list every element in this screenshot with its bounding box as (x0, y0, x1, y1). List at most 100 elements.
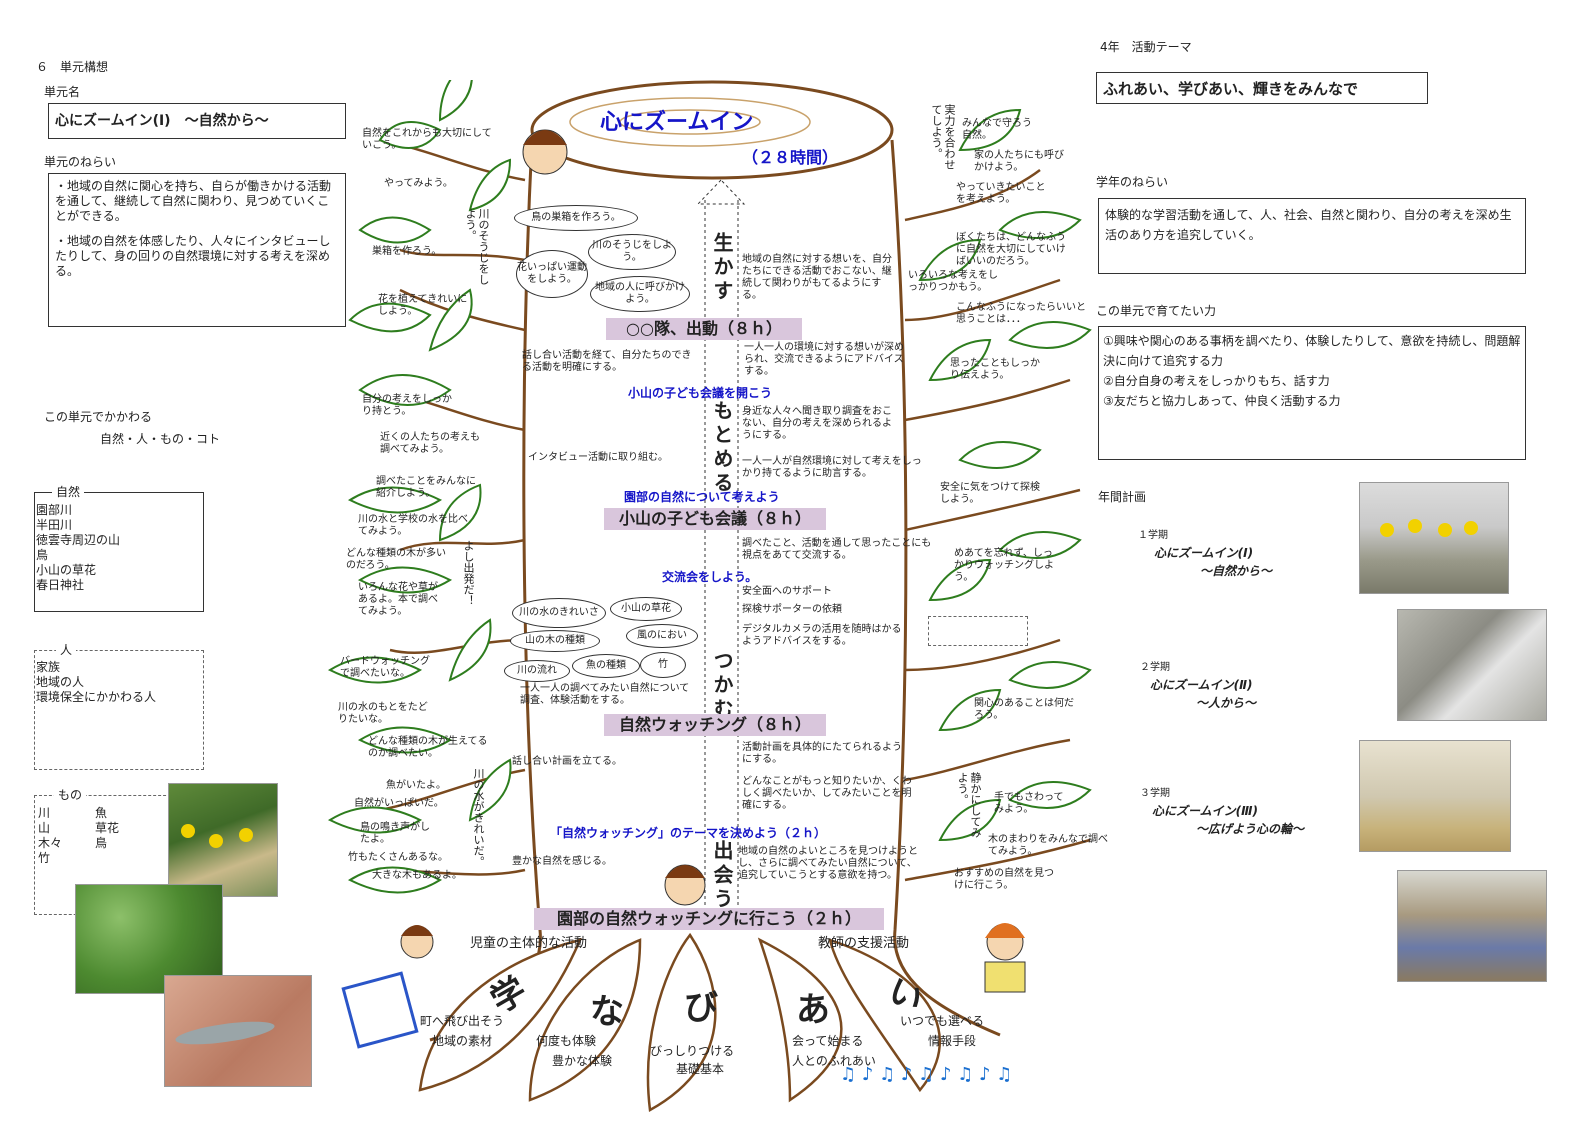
leaf-text: ぼくたちは、どんなふうに自然を大切にしていけばいいのだろう。 (956, 232, 1066, 267)
theme-text: ふれあい、学びあい、輝きをみんなで (1103, 80, 1359, 98)
leaf-text: 調べたことをみんなに紹介しよう。 (376, 476, 476, 499)
child-text-5: 豊かな自然を感じる。 (512, 856, 612, 867)
list-item: 半田川 (36, 518, 73, 532)
things-col-1: 川 山 木々 竹 (38, 806, 62, 866)
leaf-text: 巣箱を作ろう。 (372, 246, 442, 257)
fish-photo (164, 975, 312, 1087)
teacher-text-7: 探検サポーターの依頼 (742, 604, 842, 615)
leaf-text: めあてを忘れず、しっかりウォッチングしよう。 (954, 548, 1054, 583)
unit-aim-box: ・地域の自然に関心を持ち、自らが働きかける活動を通して、継続して自然に関わり、見… (48, 173, 346, 327)
svg-text:♫ ♪ ♫ ♪ ♫ ♪ ♫ ♪ ♫: ♫ ♪ ♫ ♪ ♫ ♪ ♫ ♪ ♫ (840, 1064, 1012, 1085)
stage-bar-2: 小山の子ども会議（８ｈ） (604, 508, 826, 530)
unit-aim-label: 単元のねらい (44, 155, 117, 169)
skill-3: ③友だちと協力しあって、仲良く活動する力 (1103, 394, 1341, 408)
leaf-text: こんなふうになったらいいと思うことは．．． (956, 302, 1086, 325)
verb-motomeru: もとめる (710, 400, 734, 496)
teacher-text-2: 一人一人の環境に対する想いが深められ、交流できるようにアドバイスする。 (744, 342, 904, 377)
leaf-text: みんなで守ろう自然。 (962, 118, 1032, 141)
nature-box (34, 492, 204, 612)
leaf-text: バードウォッチングで調べたいな。 (340, 656, 430, 679)
watch-bubble-flow: 川の流れ (504, 660, 570, 682)
list-item: 地域の人 (36, 675, 85, 689)
list-item: 園部川 (36, 503, 73, 517)
teacher-text-9: 活動計画を具体的にたてられるようにする。 (742, 742, 902, 765)
verb-tsukamu: つかむ (710, 650, 734, 722)
blue-label-2: 園部の自然について考えよう (624, 490, 780, 504)
list-item: 魚 (95, 806, 108, 820)
tree-title: 心にズームイン (600, 110, 754, 135)
field-trip-photo (168, 783, 278, 897)
leaf-text: 関心のあることは何だろう。 (974, 698, 1074, 721)
theme-label: 4年 活動テーマ (1100, 40, 1192, 54)
skills-label: この単元で育てたい力 (1096, 304, 1217, 318)
root-char-3: び (684, 988, 718, 1028)
leaf-text: やっていきたいことを考えよう。 (956, 182, 1046, 205)
list-item: 竹 (38, 851, 51, 865)
term-3-sub: ～広げよう心の輪～ (1196, 822, 1305, 836)
term-1-label: １学期 (1138, 530, 1168, 541)
people-box (34, 650, 204, 770)
root-text: 地域の素材 (432, 1034, 493, 1048)
child-activity-label: 児童の主体的な活動 (470, 936, 588, 951)
term-1-sub: ～自然から～ (1200, 564, 1273, 578)
nature-list: 園部川 半田川 徳雲寺周辺の山 鳥 小山の草花 春日神社 (36, 503, 120, 593)
watch-bubble-bamboo: 竹 (640, 652, 686, 678)
root-text: 会って始まる (792, 1034, 864, 1048)
leaf-text: 家の人たちにも呼びかけよう。 (974, 150, 1064, 173)
list-item: 山 (38, 821, 51, 835)
leaf-text: 大きな木もあるよ。 (372, 870, 462, 881)
bubble-flowers: 花いっぱい運動をしよう。 (516, 250, 588, 298)
skill-2: ②自分自身の考えをしっかりもち、話す力 (1103, 374, 1330, 388)
section-heading: ６ 単元構想 (36, 60, 109, 74)
leaf-vert-text: 川のそうじをしよう。 (464, 208, 490, 285)
root-text: 基礎基本 (676, 1062, 725, 1076)
stage-bar-3: 自然ウォッチング（８ｈ） (604, 714, 826, 736)
dashed-note-box (928, 616, 1028, 646)
unit-aim-1: ・地域の自然に関心を持ち、自らが働きかける活動を通して、継続して自然に関わり、見… (55, 179, 332, 223)
teacher-text-10: どんなことがもっと知りたいか、くわしく調べたいか、してみたいことを明確にする。 (742, 776, 912, 811)
watch-bubble-wind: 風のにおい (626, 624, 698, 648)
teacher-text-3: 身近な人々へ聞き取り調査をおこない、自分の考えを深められるようにする。 (742, 406, 892, 441)
list-item: 木々 (38, 836, 63, 850)
grade-aim-label: 学年のねらい (1096, 175, 1169, 189)
unit-aim-2: ・地域の自然を体感したり、人々にインタビューしたりして、身の回りの自然環境に対す… (55, 234, 331, 278)
bubble-river-clean: 川のそうじをしよう。 (588, 234, 676, 270)
leaf-text: 安全に気をつけて探検しよう。 (940, 482, 1040, 505)
teacher-text-5: 調べたこと、活動を通して思ったことにも視点をあてて交流する。 (742, 538, 932, 561)
root-text: いつでも選べる (900, 1014, 985, 1028)
leaf-text: 竹もたくさんあるな。 (348, 852, 448, 863)
term-2-label: ２学期 (1140, 662, 1170, 673)
watch-bubble-water: 川の水のきれいさ (512, 598, 606, 628)
term-1-photo (1359, 482, 1509, 594)
root-text: 町へ飛び出そう (420, 1014, 505, 1028)
leaf-text: いろんな花や草があるよ。本で調べてみよう。 (358, 582, 438, 617)
teacher-text-1: 地域の自然に対する想いを、自分たちにできる活動でおこない、継続して関わりがもてる… (742, 254, 892, 301)
list-item: 春日神社 (36, 578, 85, 592)
leaf-vert-text: 実力を合わせてしよう。 (930, 104, 956, 170)
leaf-text: どんな種類の木が多いのだろう。 (346, 548, 446, 571)
leaf-text: 鳥の鳴き声がしたよ。 (360, 822, 430, 845)
nature-label: 自然 (52, 485, 85, 500)
term-2-sub: ～人から～ (1196, 696, 1257, 710)
list-item: 環境保全にかかわる人 (36, 690, 157, 704)
leaf-vert-text: よし出発だ！ (462, 540, 475, 606)
root-text: 豊かな体験 (552, 1054, 613, 1068)
leaf-text: どんな種類の木が生えてるのか調べたい。 (368, 736, 488, 759)
bubble-nest-box: 鳥の巣箱を作ろう。 (514, 205, 638, 231)
classroom-photo (1397, 870, 1547, 982)
leaf-text: 川の水のもとをたどりたいな。 (338, 702, 428, 725)
theme-box: ふれあい、学びあい、輝きをみんなで (1096, 72, 1428, 104)
watch-bubble-fish: 魚の種類 (572, 654, 640, 678)
skill-1: ①興味や関心のある事柄を調べたり、体験したりして、意欲を持続し、問題解決に向けて… (1103, 334, 1521, 368)
grade-aim-text: 体験的な学習活動を通して、人、社会、自然と関わり、自分の考えを深め生活のあり方を… (1105, 208, 1512, 242)
list-item: 小山の草花 (36, 563, 97, 577)
term-3-title: 心にズームイン(Ⅲ) (1152, 804, 1258, 818)
leaf-text: 思ったこともしっかり伝えよう。 (950, 358, 1040, 381)
blue-label-1: 小山の子ども会議を開こう (628, 386, 773, 400)
unit-name-label: 単元名 (44, 85, 81, 99)
root-char-4: あ (796, 990, 830, 1030)
child-text-4: 話し合い計画を立てる。 (512, 756, 622, 767)
blue-label-4: 「自然ウォッチング」のテーマを決めよう（２ｈ） (550, 826, 827, 840)
root-text: 何度も体験 (536, 1034, 597, 1048)
leaf-text: 木のまわりをみんなで調べてみよう。 (988, 834, 1108, 857)
